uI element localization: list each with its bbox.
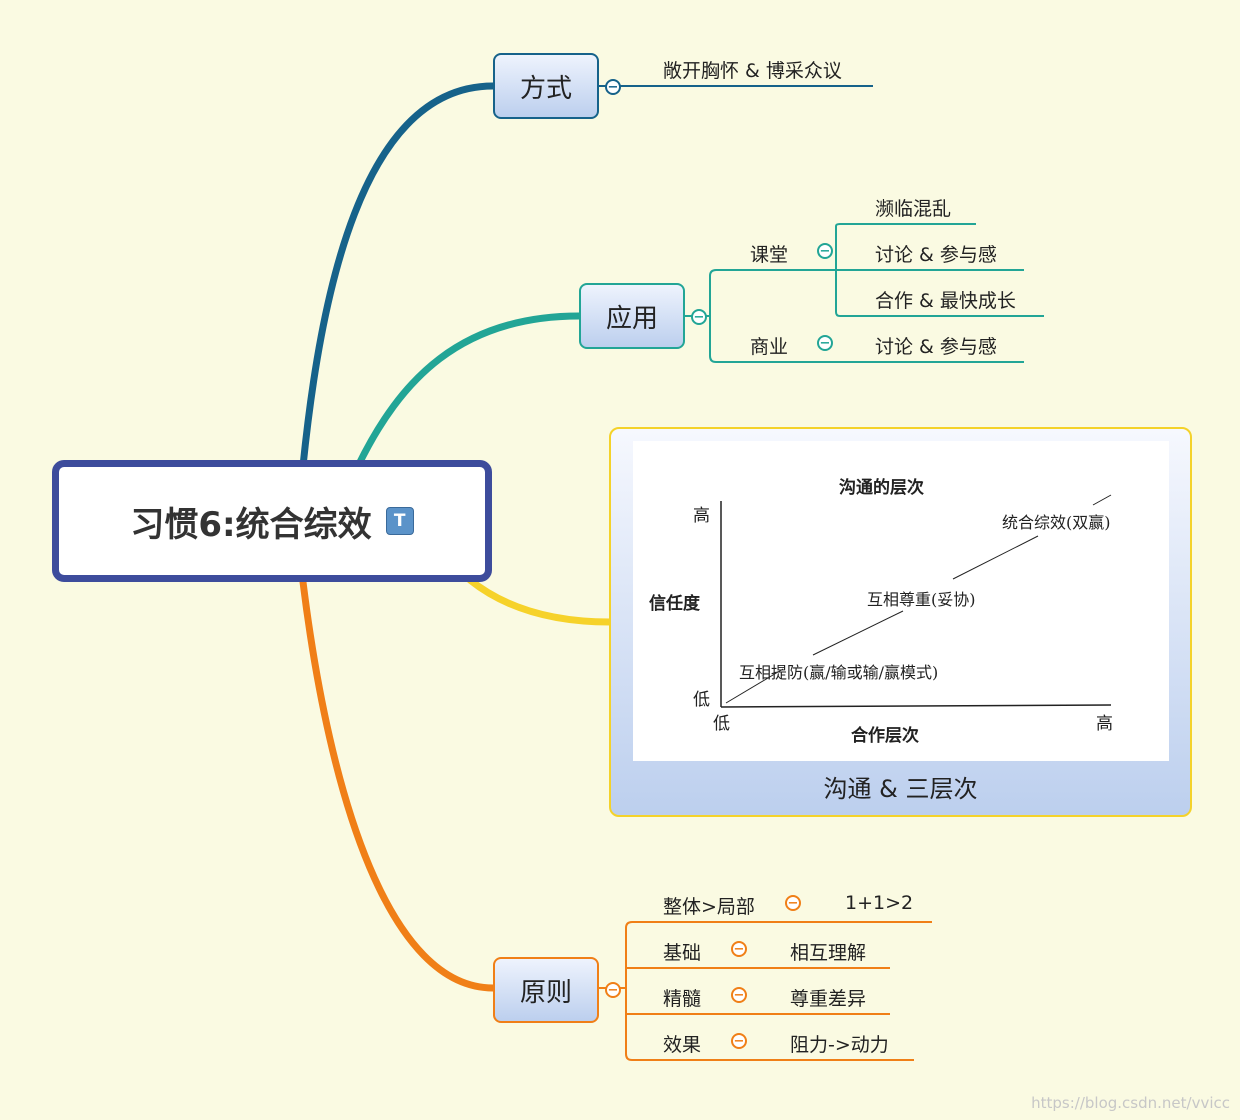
central-topic[interactable]: 习惯6:统合综效 T [52, 460, 492, 582]
yuanze-key-4[interactable]: 效果 [663, 1034, 702, 1056]
ketang-item-3: 合作 & 最快成长 [875, 290, 1016, 312]
connector-image [466, 576, 614, 626]
yuanze-key-1[interactable]: 整体>局部 [663, 896, 755, 918]
shangye-label[interactable]: 商业 [750, 336, 789, 358]
communication-levels-chart: 沟通的层次 高 信任度 低 低 合作层次 高 互相提防(赢/输或输/赢模式) 互… [633, 441, 1169, 761]
y-tick-low: 低 [693, 690, 710, 710]
y-axis-label: 信任度 [649, 594, 700, 614]
connector-ketang-bracket [835, 223, 1044, 317]
image-caption: 沟通 & 三层次 [823, 775, 978, 803]
topic-yuanze-label: 原则 [519, 977, 572, 1008]
yuanze-key-2[interactable]: 基础 [663, 942, 702, 964]
trend-line-mid-a [812, 610, 904, 656]
yuanze-value-4: 阻力->动力 [790, 1034, 889, 1056]
image-topic[interactable]: 沟通的层次 高 信任度 低 低 合作层次 高 互相提防(赢/输或输/赢模式) 互… [609, 427, 1192, 817]
shangye-item-1: 讨论 & 参与感 [875, 336, 997, 358]
collapse-ketang-icon[interactable]: − [817, 243, 833, 259]
connector-fangshi [299, 82, 497, 470]
yuanze-value-2: 相互理解 [790, 942, 867, 964]
fangshi-item: 敞开胸怀 & 博采众议 [663, 60, 842, 82]
collapse-yingyong-icon[interactable]: − [691, 309, 707, 325]
connector-yuanze [299, 578, 497, 992]
topic-yingyong-label: 应用 [605, 303, 658, 334]
collapse-fangshi-icon[interactable]: − [605, 79, 621, 95]
connector-yingyong [354, 312, 583, 470]
trend-line-mid-b [952, 535, 1039, 580]
ketang-item-2: 讨论 & 参与感 [875, 244, 997, 266]
topic-fangshi-label: 方式 [519, 73, 572, 104]
yuanze-value-3: 尊重差异 [790, 988, 867, 1010]
chart-title: 沟通的层次 [839, 478, 924, 498]
x-tick-low: 低 [713, 714, 730, 734]
topic-yuanze[interactable]: 原则 [493, 957, 599, 1023]
ketang-item-1: 濒临混乱 [875, 198, 952, 220]
collapse-yuanze-2-icon[interactable]: − [731, 941, 747, 957]
text-note-icon[interactable]: T [385, 507, 414, 535]
collapse-yuanze-4-icon[interactable]: − [731, 1033, 747, 1049]
trend-line-high [1092, 494, 1112, 506]
topic-yingyong[interactable]: 应用 [579, 283, 685, 349]
level-label-mid: 互相尊重(妥协) [867, 590, 976, 609]
level-label-high: 统合综效(双赢) [1002, 513, 1111, 532]
trend-line-low [725, 668, 784, 704]
x-axis [720, 704, 1112, 708]
yuanze-value-1: 1+1>2 [845, 892, 914, 914]
collapse-yuanze-icon[interactable]: − [605, 982, 621, 998]
collapse-shangye-icon[interactable]: − [817, 335, 833, 351]
central-title: 习惯6:统合综效 [130, 504, 372, 545]
x-tick-high: 高 [1096, 714, 1113, 734]
level-label-low: 互相提防(赢/输或输/赢模式) [739, 663, 939, 682]
watermark: https://blog.csdn.net/vvicc [1031, 1094, 1230, 1112]
y-tick-high: 高 [693, 506, 710, 526]
ketang-label[interactable]: 课堂 [750, 244, 789, 266]
collapse-yuanze-3-icon[interactable]: − [731, 987, 747, 1003]
topic-fangshi[interactable]: 方式 [493, 53, 599, 119]
chart-svg [720, 494, 1112, 708]
x-axis-label: 合作层次 [851, 726, 919, 746]
collapse-yuanze-1-icon[interactable]: − [785, 895, 801, 911]
yuanze-key-3[interactable]: 精髓 [663, 988, 702, 1010]
